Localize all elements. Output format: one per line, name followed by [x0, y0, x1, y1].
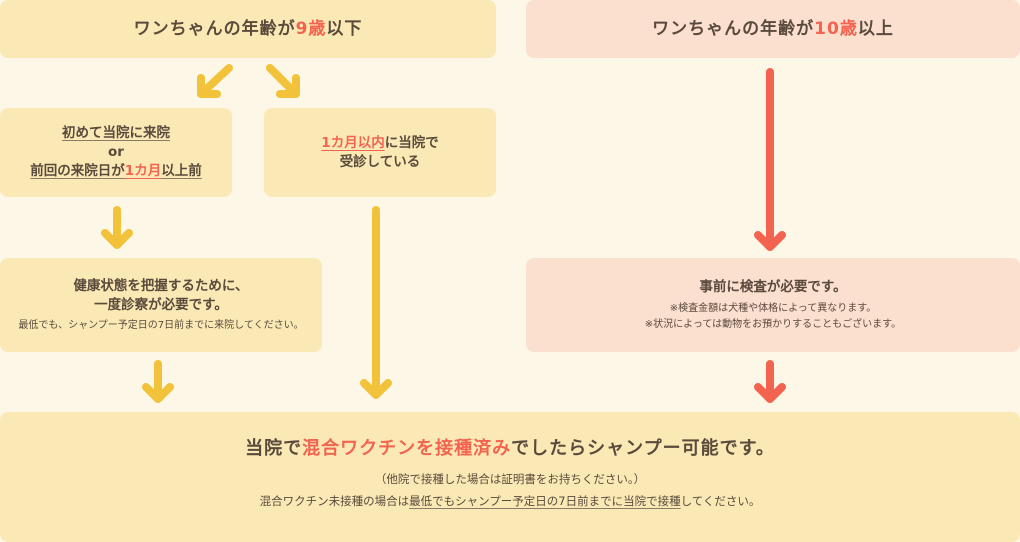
arrow-down-left-icon [197, 64, 233, 98]
recent-visit-line2: 受診している [339, 153, 421, 170]
pre-exam-title: 事前に検査が必要です。 [699, 278, 847, 295]
long-arrow-down-icon [360, 206, 392, 399]
last-visit-suffix: 以上前 [161, 163, 202, 179]
age-9-or-under-header: ワンちゃんの年齢が9歳以下 [0, 0, 496, 58]
red-arrow-down-icon [754, 360, 786, 403]
last-visit-line: 前回の来院日が1カ月以上前 [30, 162, 201, 181]
month-highlight: 1カ月以内 [321, 134, 385, 151]
result-text-suffix: でしたらシャンプー可能です。 [511, 438, 775, 459]
checkup-note: 最低でも、シャンプー予定日の7日前までに来院してください。 [18, 319, 304, 331]
age-10-or-over-header: ワンちゃんの年齢が10歳以上 [526, 0, 1020, 58]
unvaccinated-note: 混合ワクチン未接種の場合は最低でもシャンプー予定日の7日前までに当院で接種してく… [260, 490, 761, 512]
header-text-suffix: 以下 [326, 19, 363, 39]
recent-visit-box: 1カ月以内に当院で 受診している [264, 108, 496, 197]
vaccine-highlight: 混合ワクチンを接種済み [302, 438, 512, 459]
or-text: or [108, 144, 124, 160]
header-text-suffix: 以上 [857, 19, 894, 39]
age-highlight: 10歳 [814, 19, 858, 39]
unvaccinated-suffix: してください。 [680, 494, 761, 508]
header-text: ワンちゃんの年齢が [652, 19, 815, 39]
result-title: 当院で混合ワクチンを接種済みでしたらシャンプー可能です。 [245, 434, 775, 460]
arrow-down-icon [142, 360, 174, 403]
red-long-arrow-down-icon [754, 68, 786, 251]
first-visit-text: 初めて当院に来院 [62, 125, 170, 141]
header-text: ワンちゃんの年齢が [133, 19, 296, 39]
checkup-line2: 一度診察が必要です。 [94, 296, 228, 313]
checkup-required-box: 健康状態を把握するために、 一度診察が必要です。 最低でも、シャンプー予定日の7… [0, 258, 322, 352]
arrow-down-right-icon [266, 64, 300, 98]
recent-visit-line1: 1カ月以内に当院で [321, 134, 438, 153]
last-visit-text: 前回の来院日が [30, 163, 125, 179]
pre-exam-note1: ※検査金額は犬種や体格によって異なります。 [669, 302, 877, 314]
pre-exam-note2: ※状況によっては動物をお預かりすることもございます。 [644, 318, 902, 330]
shampoo-available-box: 当院で混合ワクチンを接種済みでしたらシャンプー可能です。 （他院で接種した場合は… [0, 412, 1020, 542]
certificate-note: （他院で接種した場合は証明書をお持ちください。） [374, 472, 646, 486]
age-highlight: 9歳 [295, 19, 327, 39]
deadline-text: 最低でもシャンプー予定日の7日前までに当院で接種 [409, 494, 681, 508]
recent-visit-text: に当院で [384, 134, 439, 151]
first-visit-box: 初めて当院に来院 or 前回の来院日が1カ月以上前 [0, 108, 232, 197]
month-highlight: 1カ月 [124, 163, 162, 179]
unvaccinated-text: 混合ワクチン未接種の場合は [259, 494, 410, 508]
checkup-line1: 健康状態を把握するために、 [73, 277, 249, 294]
arrow-down-icon [101, 206, 133, 249]
result-text: 当院で [245, 438, 303, 459]
pre-exam-box: 事前に検査が必要です。 ※検査金額は犬種や体格によって異なります。 ※状況によっ… [526, 258, 1020, 352]
